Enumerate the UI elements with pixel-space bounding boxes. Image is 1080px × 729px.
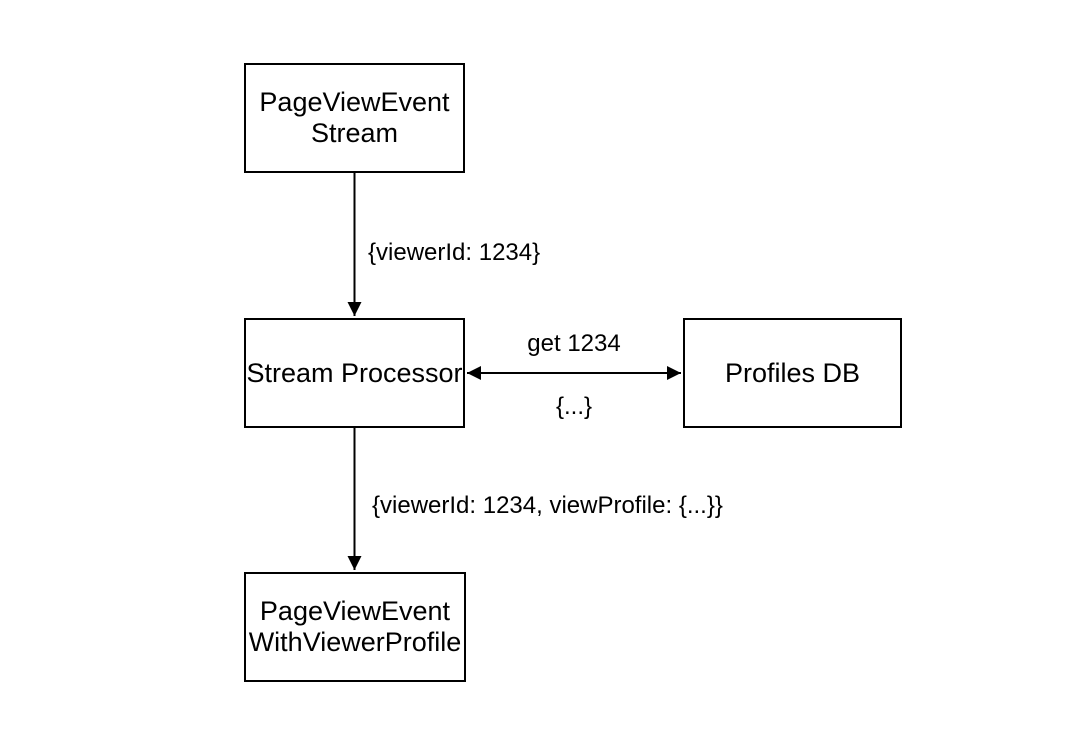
edge-label-profile-response: {...} [555,393,593,421]
node-stream-processor: Stream Processor [244,318,465,428]
node-pageviewevent-withviewerprofile: PageViewEvent WithViewerProfile [244,572,466,682]
node-profiles-db: Profiles DB [683,318,902,428]
edge-label-get-1234: get 1234 [527,330,621,358]
edge-label-viewerid: {viewerId: 1234} [368,239,541,267]
node-pageviewevent-stream: PageViewEvent Stream [244,63,465,173]
edge-label-viewerid-viewprofile: {viewerId: 1234, viewProfile: {...}} [372,492,723,520]
